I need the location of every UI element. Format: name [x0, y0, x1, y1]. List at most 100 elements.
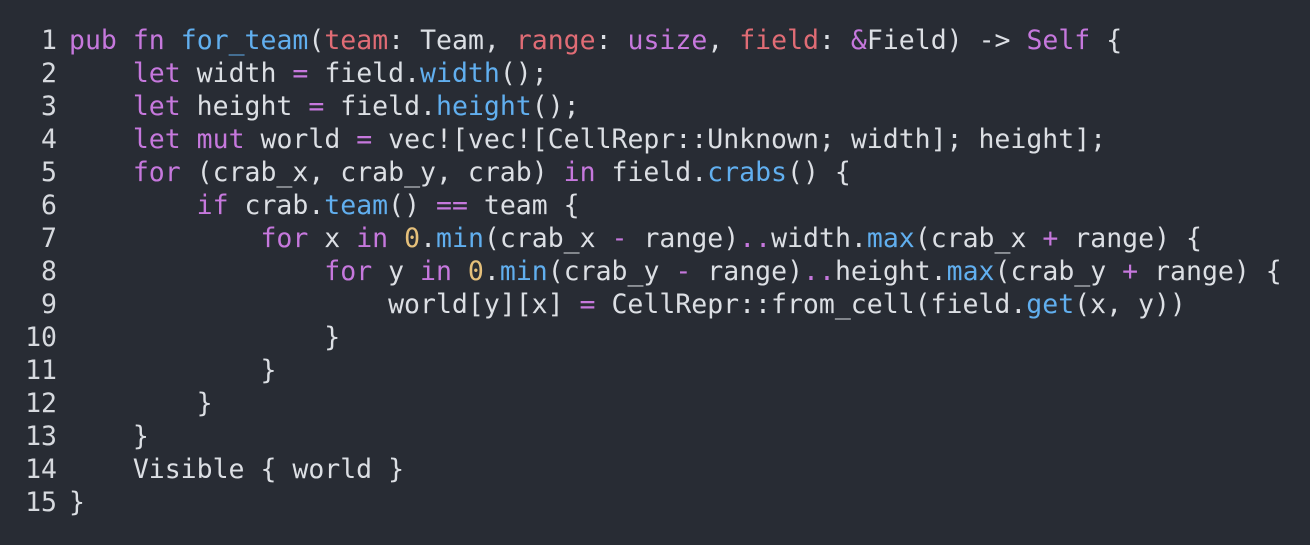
code-token: crab. — [228, 190, 325, 221]
code-text: world[y][x] = CellRepr::from_cell(field.… — [57, 288, 1186, 321]
code-line[interactable]: 6 if crab.team() == team { — [0, 189, 1310, 222]
code-text: pub fn for_team(team: Team, range: usize… — [57, 24, 1122, 57]
code-token: - — [675, 256, 692, 287]
code-line[interactable]: 14 Visible { world } — [0, 453, 1310, 486]
line-number: 1 — [41, 25, 57, 56]
code-token: min — [436, 223, 484, 254]
code-text: } — [57, 321, 340, 354]
line-number: 6 — [41, 190, 57, 221]
code-token: ( — [308, 25, 325, 56]
code-token: (); — [499, 58, 548, 89]
code-token: world[y][x] — [69, 289, 580, 320]
line-number: 10 — [25, 322, 57, 353]
code-token: - — [611, 223, 628, 254]
code-token: () { — [787, 157, 851, 188]
code-token: (); — [531, 91, 580, 122]
code-token: Self — [1026, 25, 1091, 56]
code-token: range) — [627, 223, 740, 254]
code-token: range) { — [1058, 223, 1202, 254]
code-line[interactable]: 7 for x in 0.min(crab_x - range)..width.… — [0, 222, 1310, 255]
code-token: Visible { world } — [69, 454, 405, 485]
code-text: } — [57, 486, 85, 519]
code-token: for — [260, 223, 309, 254]
code-token: min — [499, 256, 548, 287]
code-token: crabs — [707, 157, 787, 188]
code-token: pub — [69, 25, 117, 56]
code-token: : — [595, 25, 628, 56]
code-token: = — [292, 58, 309, 89]
line-number: 4 — [41, 124, 57, 155]
code-token: = — [579, 289, 596, 320]
code-token: .. — [803, 256, 835, 287]
code-text: let mut world = vec![vec![CellRepr::Unkn… — [57, 123, 1106, 156]
code-token: Field) -> — [866, 25, 1027, 56]
code-token: .. — [739, 223, 772, 254]
code-token: 0 — [404, 223, 421, 254]
code-line[interactable]: 4 let mut world = vec![vec![CellRepr::Un… — [0, 123, 1310, 156]
line-number: 5 — [41, 157, 57, 188]
code-token — [69, 223, 260, 254]
code-token: field. — [595, 157, 708, 188]
code-token — [69, 58, 133, 89]
code-line[interactable]: 12 } — [0, 387, 1310, 420]
code-token: : Team, — [388, 25, 516, 56]
code-token: } — [69, 388, 213, 419]
code-token: let — [132, 124, 181, 155]
code-text: let height = field.height(); — [57, 90, 580, 123]
line-number: 13 — [25, 421, 57, 452]
code-token: field. — [324, 91, 436, 122]
code-token — [388, 223, 404, 254]
code-token: = — [356, 124, 373, 155]
code-line[interactable]: 3 let height = field.height(); — [0, 90, 1310, 123]
code-token: mut — [196, 124, 245, 155]
code-token: & — [850, 25, 867, 56]
code-token: vec![vec![CellRepr::Unknown; width]; hei… — [372, 124, 1107, 155]
code-line[interactable]: 5 for (crab_x, crab_y, crab) in field.cr… — [0, 156, 1310, 189]
code-token: y — [372, 256, 421, 287]
code-token: : — [819, 25, 851, 56]
code-token: (crab_x — [914, 223, 1043, 254]
code-token: width — [180, 58, 293, 89]
code-token: team { — [467, 190, 580, 221]
code-token: (crab_y — [547, 256, 676, 287]
code-token: . — [483, 256, 500, 287]
code-token: } — [69, 487, 85, 518]
code-token — [181, 124, 197, 155]
code-token — [69, 256, 324, 287]
code-token: } — [69, 421, 149, 452]
code-token: world — [244, 124, 357, 155]
line-number: 7 — [41, 223, 57, 254]
code-line[interactable]: 15} — [0, 486, 1310, 519]
code-line[interactable]: 13 } — [0, 420, 1310, 453]
code-token: max — [866, 223, 915, 254]
code-text: for y in 0.min(crab_y - range)..height.m… — [57, 255, 1281, 288]
code-token: = — [308, 91, 325, 122]
code-token — [452, 256, 468, 287]
code-token: let — [132, 91, 181, 122]
code-token: for — [132, 157, 181, 188]
line-number: 12 — [25, 388, 57, 419]
code-token: . — [420, 223, 437, 254]
code-token: , — [707, 25, 740, 56]
code-token: } — [69, 322, 341, 353]
code-line[interactable]: 9 world[y][x] = CellRepr::from_cell(fiel… — [0, 288, 1310, 321]
code-token — [165, 25, 181, 56]
line-number: 8 — [41, 256, 57, 287]
code-token: width — [420, 58, 500, 89]
code-token: usize — [627, 25, 708, 56]
code-line[interactable]: 2 let width = field.width(); — [0, 57, 1310, 90]
code-token: (crab_x — [483, 223, 612, 254]
code-line[interactable]: 8 for y in 0.min(crab_y - range)..height… — [0, 255, 1310, 288]
line-number: 9 — [41, 289, 57, 320]
code-line[interactable]: 11 } — [0, 354, 1310, 387]
code-text: Visible { world } — [57, 453, 404, 486]
code-token: (crab_y — [994, 256, 1123, 287]
code-token: width. — [771, 223, 867, 254]
code-text: if crab.team() == team { — [57, 189, 580, 222]
code-line[interactable]: 10 } — [0, 321, 1310, 354]
code-text: } — [57, 420, 149, 453]
line-number: 14 — [25, 454, 57, 485]
code-text: } — [57, 387, 213, 420]
